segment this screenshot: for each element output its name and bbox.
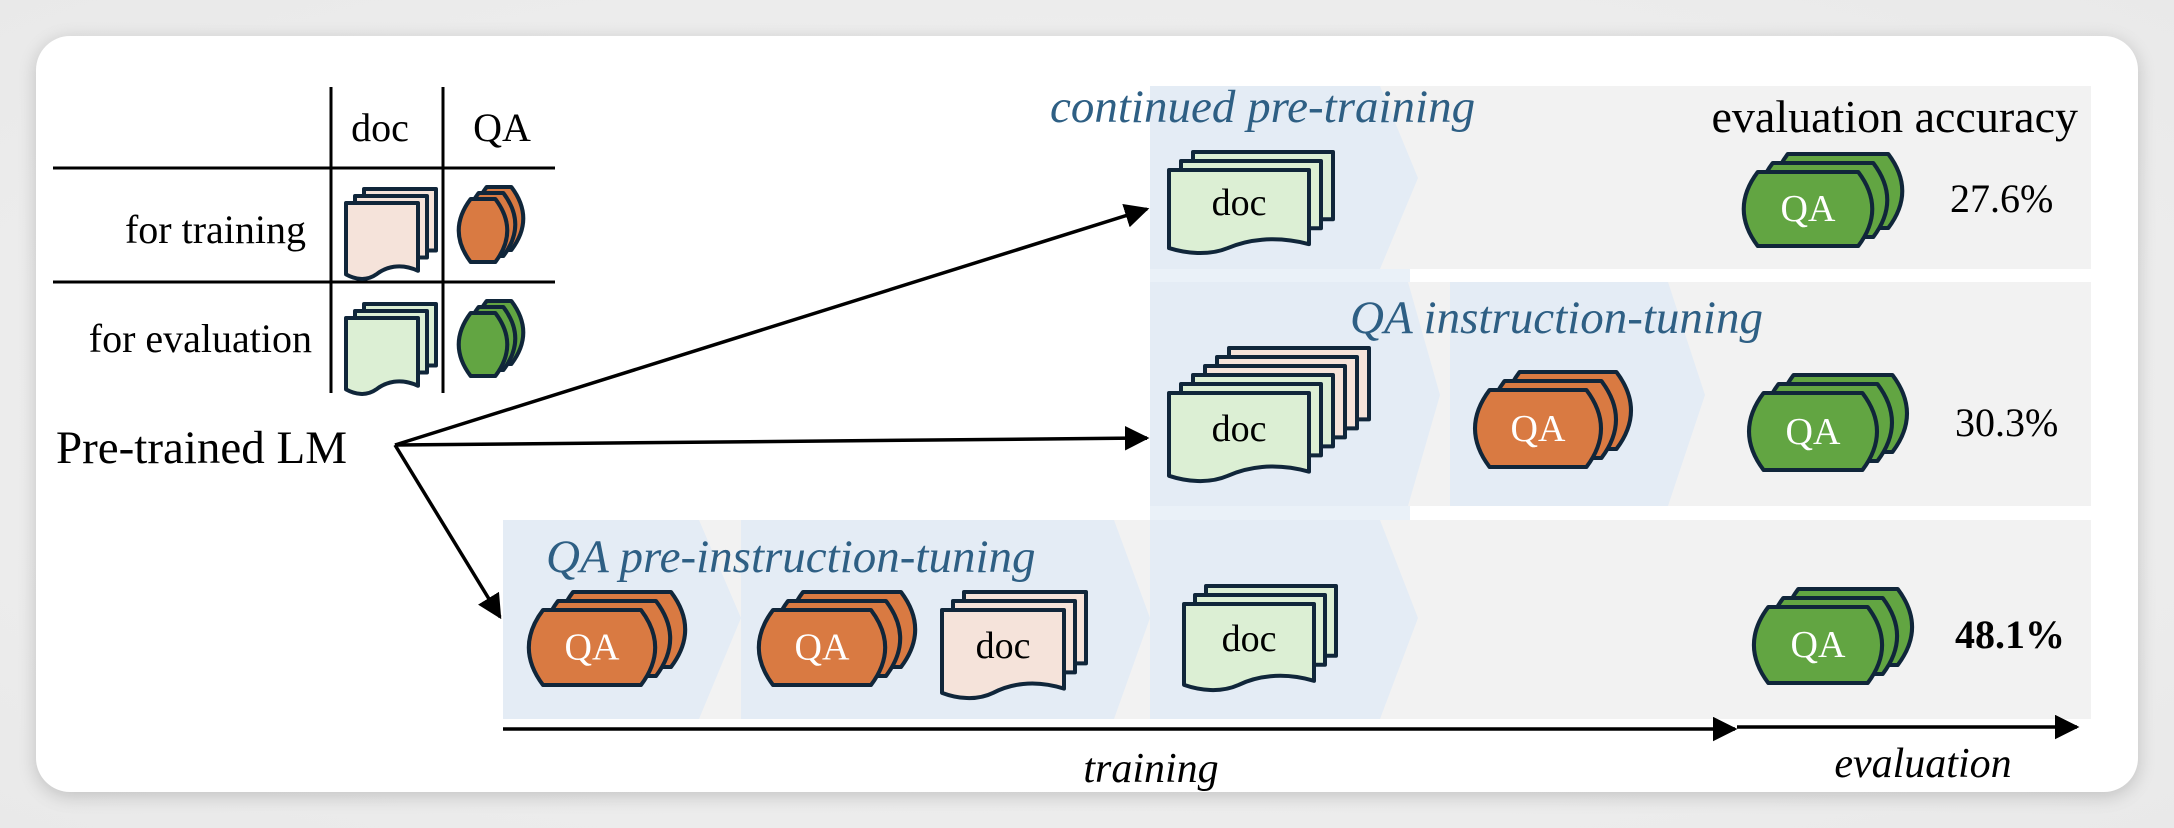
title-qa-instruction-tuning: QA instruction-tuning xyxy=(1350,292,1763,344)
row3-qa-train-icon-2: QA xyxy=(756,590,918,687)
qa-card-front xyxy=(1751,605,1885,685)
arrow-to-qa-pre-instruction-tuning xyxy=(393,444,502,620)
doc-page-front xyxy=(1167,391,1311,484)
qa-icon-label: QA xyxy=(795,627,850,669)
stage-column-connector-2 xyxy=(1150,506,1410,520)
title-qa-pre-instruction-tuning: QA pre-instruction-tuning xyxy=(546,531,1036,583)
row1-qa-eval-icon: QA xyxy=(1741,152,1905,248)
qa-card-front xyxy=(526,608,658,687)
evaluation-axis-label: evaluation xyxy=(1834,741,2011,787)
row2-doc-mixed-icon: doc xyxy=(1167,346,1371,484)
qa-icon-label: QA xyxy=(1511,408,1566,450)
qa-card-front xyxy=(756,608,888,687)
doc-page-front xyxy=(344,316,420,396)
qa-card-front xyxy=(456,197,510,264)
accuracy-qa-pre-instruction-tuning: 48.1% xyxy=(1955,612,2065,657)
qa-icon-label: QA xyxy=(1791,624,1846,666)
doc-icon-label: doc xyxy=(1222,618,1277,660)
row2-qa-train-icon: QA xyxy=(1473,370,1633,469)
row1-doc-eval-icon: doc xyxy=(1167,150,1335,255)
legend-col-doc: doc xyxy=(351,105,409,150)
row3-qa-train-icon-1: QA xyxy=(526,590,688,687)
doc-icon-label: doc xyxy=(1212,408,1267,450)
row3-doc-eval-icon: doc xyxy=(1182,584,1338,693)
title-continued-pretraining: continued pre-training xyxy=(1050,81,1475,133)
accuracy-continued-pretraining: 27.6% xyxy=(1950,176,2053,221)
accuracy-qa-instruction-tuning: 30.3% xyxy=(1955,400,2058,445)
doc-icon-label: doc xyxy=(1212,182,1267,224)
legend-doc-training-icon xyxy=(344,187,438,281)
legend-col-qa: QA xyxy=(473,105,531,150)
legend-row-training: for training xyxy=(125,207,306,252)
stage-column-connector xyxy=(1150,269,1410,282)
doc-icon-label: doc xyxy=(976,625,1031,667)
doc-page-front xyxy=(1182,602,1316,693)
arrow-to-qa-instruction-tuning xyxy=(394,425,1150,451)
doc-page-front xyxy=(940,608,1066,701)
legend-qa-evaluation-icon xyxy=(456,299,526,378)
qa-icon-label: QA xyxy=(1786,411,1841,453)
qa-icon-label: QA xyxy=(1781,188,1836,230)
legend-table xyxy=(53,87,555,393)
training-axis-label: training xyxy=(1083,746,1218,792)
qa-card-front xyxy=(1473,388,1603,469)
qa-card-front xyxy=(1741,170,1875,248)
arrow-to-continued-pretraining xyxy=(394,203,1150,447)
pretrained-lm-label: Pre-trained LM xyxy=(56,422,347,474)
legend-qa-training-icon xyxy=(456,185,526,264)
legend-doc-evaluation-icon xyxy=(344,302,438,396)
doc-page-front xyxy=(344,201,420,281)
doc-page-front xyxy=(1167,168,1311,255)
row3-qa-eval-icon: QA xyxy=(1751,587,1915,685)
qa-icon-label: QA xyxy=(565,627,620,669)
evaluation-accuracy-header: evaluation accuracy xyxy=(1712,91,2079,142)
qa-card-front xyxy=(1747,391,1879,472)
row2-qa-eval-icon: QA xyxy=(1747,373,1909,472)
legend-row-evaluation: for evaluation xyxy=(89,316,312,361)
row3-doc-train-icon: doc xyxy=(940,590,1088,701)
qa-card-front xyxy=(456,311,510,378)
